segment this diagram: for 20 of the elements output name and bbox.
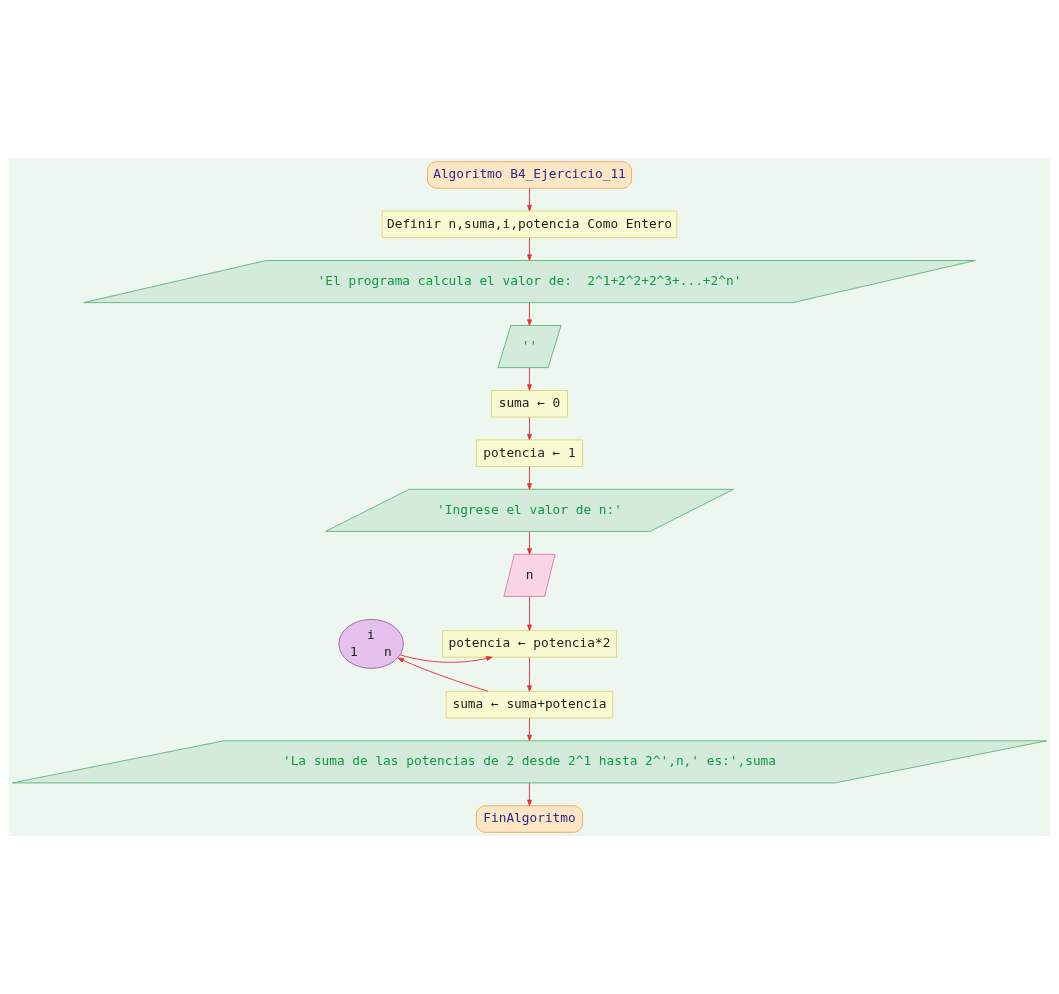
node-box: potencia ← potencia*2 xyxy=(442,630,617,658)
node-box: suma ← suma+potencia xyxy=(445,690,614,719)
arrow xyxy=(527,187,532,212)
node-box: Definir n,suma,i,potencia Como Entero xyxy=(381,210,678,239)
arrow xyxy=(527,656,532,692)
arrow xyxy=(527,596,532,631)
node-box: potencia ← 1 xyxy=(475,439,584,467)
arrow xyxy=(527,717,532,742)
node-box: Algoritmo B4_Ejercicio_11 xyxy=(427,161,632,189)
arrow xyxy=(527,302,532,326)
arrow xyxy=(527,782,532,807)
arrow xyxy=(527,237,532,261)
arrow xyxy=(527,531,532,555)
arrow xyxy=(527,416,532,441)
arrow xyxy=(527,466,532,490)
arrow xyxy=(397,657,489,692)
arrow xyxy=(527,367,532,391)
arrow xyxy=(399,654,493,663)
node-box: FinAlgoritmo xyxy=(475,805,584,833)
node-box: suma ← 0 xyxy=(491,390,568,418)
